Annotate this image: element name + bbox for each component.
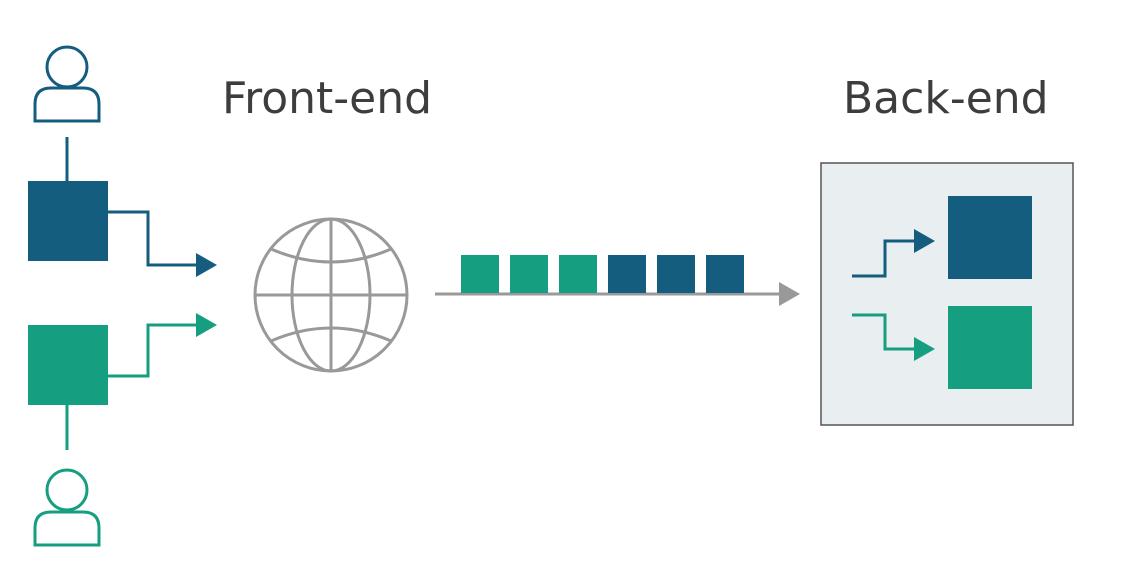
blue-request-line xyxy=(108,210,202,267)
green-request-arrowhead xyxy=(196,313,217,337)
backend-blue-route xyxy=(852,239,918,278)
queue-message-blue xyxy=(706,255,744,293)
backend-green-arrowhead xyxy=(914,337,935,361)
client-block-green xyxy=(28,325,108,405)
user-icon-top xyxy=(33,45,101,123)
queue-message-blue xyxy=(657,255,695,293)
queue-message-green xyxy=(510,255,548,293)
globe-icon xyxy=(253,217,409,373)
queue-message-green xyxy=(461,255,499,293)
queue-message-blue xyxy=(608,255,646,293)
backend-box xyxy=(820,162,1074,426)
blue-request-arrowhead xyxy=(196,253,217,277)
client-block-blue xyxy=(28,181,108,261)
queue-message-green xyxy=(559,255,597,293)
front-end-label: Front-end xyxy=(222,73,432,124)
queue-arrowhead xyxy=(779,282,800,306)
backend-green-route xyxy=(852,313,918,351)
backend-service-blue xyxy=(948,196,1032,279)
backend-blue-arrowhead xyxy=(914,229,935,253)
message-queue xyxy=(461,255,744,293)
green-request-line xyxy=(108,323,202,378)
backend-service-green xyxy=(948,306,1032,389)
back-end-label: Back-end xyxy=(843,73,1049,124)
user-icon-bottom xyxy=(33,468,101,547)
